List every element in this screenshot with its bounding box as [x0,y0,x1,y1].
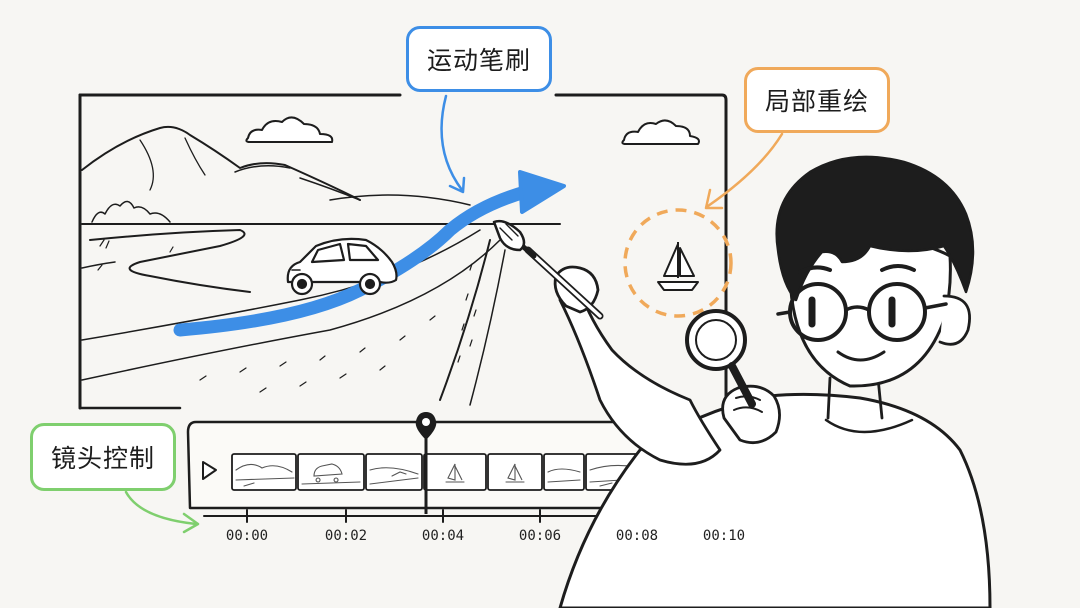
car-icon [286,237,398,296]
callout-motion-brush: 运动笔刷 [406,26,552,92]
callout-camera-control: 镜头控制 [30,423,176,491]
person-illustration [553,155,992,608]
callout-camera-control-label: 镜头控制 [50,444,155,473]
sailboat-icon [657,242,699,291]
timeline-label: 00:08 [615,528,659,544]
timeline-label: 00:06 [518,528,562,544]
timeline-label: 00:10 [702,528,746,544]
timeline-label: 00:02 [324,528,368,544]
video-frame [78,93,728,410]
callout-inpaint: 局部重绘 [744,67,890,133]
inpaint-region [623,208,733,318]
paintbrush-icon [492,219,604,320]
play-icon[interactable] [202,461,217,480]
callout-connectors [124,94,784,534]
callout-motion-brush-label: 运动笔刷 [426,46,531,75]
timeline-label: 00:00 [225,528,269,544]
playhead-pin-icon[interactable] [415,412,437,514]
landscape [81,125,561,406]
callout-inpaint-label: 局部重绘 [764,87,869,116]
timeline-label: 00:04 [421,528,465,544]
magnifier-icon [685,309,756,408]
cloud-icon [245,116,700,145]
